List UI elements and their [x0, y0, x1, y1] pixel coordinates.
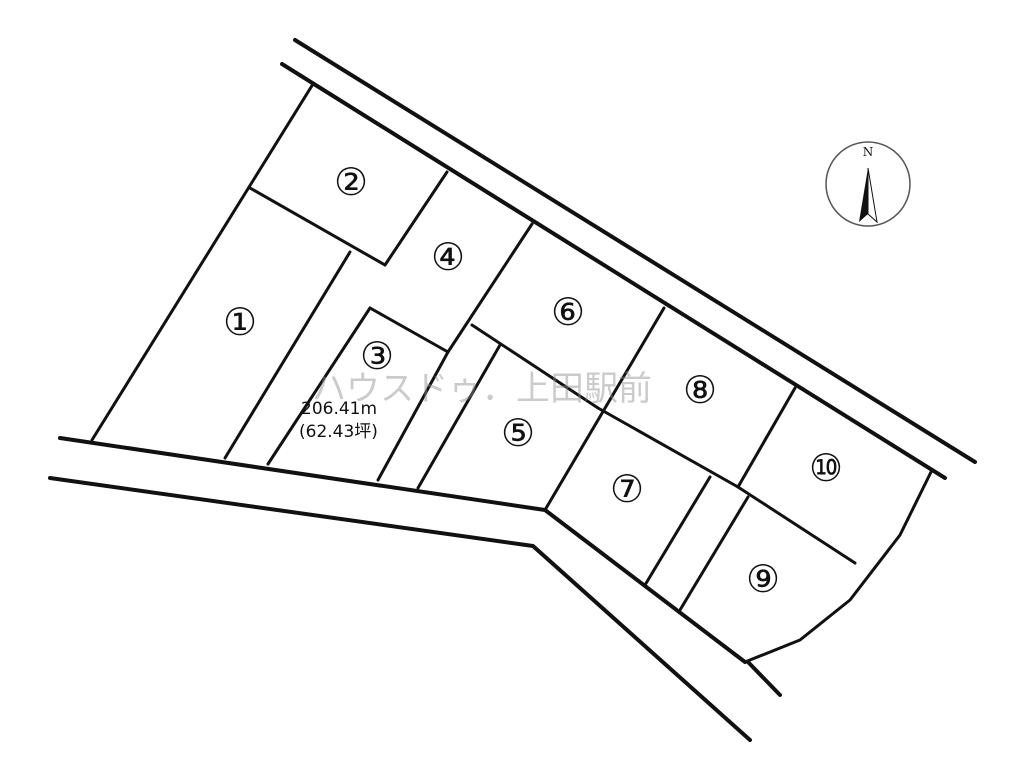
lot-7-east-boundary [643, 475, 712, 587]
lot-3-4-boundary [368, 306, 450, 354]
lot-3-label: ③ [360, 334, 394, 378]
lot-9-west-boundary [678, 495, 750, 612]
lot-2-south-boundary [248, 186, 387, 267]
compass-north-label: N [863, 145, 874, 159]
lot-3-area-m2: 206.41m [301, 399, 377, 419]
compass-needle-dark [859, 168, 868, 222]
lot-labels: ① ② ③ ④ ⑤ ⑥ ⑦ ⑧ ⑨ ⑩ [223, 160, 843, 601]
site-boundary [90, 82, 934, 664]
lot-5-west-boundary [416, 343, 502, 490]
lot-3-west-boundary [266, 306, 372, 466]
lot-7-label: ⑦ [610, 467, 644, 511]
compass-circle [825, 141, 911, 227]
north-road-outer-edge [293, 38, 977, 464]
south-road-lower-edge [48, 476, 752, 742]
lot-boundaries [90, 82, 934, 664]
lot-5-label: ⑤ [501, 411, 535, 455]
lot-5-6-boundary [470, 323, 600, 410]
watermark-text: ハウスドゥ．上田駅前 [312, 369, 652, 409]
lot-4-6-boundary [446, 222, 534, 354]
south-road-end-edge [746, 660, 782, 697]
lot-2-4-boundary [383, 170, 449, 267]
lot-7-8-boundary [596, 406, 740, 489]
lot-8-10-boundary [736, 386, 797, 489]
lot-1-label: ① [223, 300, 257, 344]
lot-4-label: ④ [431, 235, 465, 279]
lot-9-10-boundary [736, 485, 857, 565]
lot-3-area: 206.41m (62.43坪) [299, 399, 378, 442]
lot-3-area-tsubo: (62.43坪) [299, 422, 378, 442]
lot-2-label: ② [334, 160, 368, 204]
lot-6-label: ⑥ [551, 290, 585, 334]
lot-6-8-boundary [543, 306, 666, 512]
lot-10-label: ⑩ [809, 446, 843, 490]
lot-9-label: ⑨ [746, 557, 780, 601]
lot-8-label: ⑧ [683, 368, 717, 412]
north-compass: N [825, 141, 911, 227]
compass-needle-light [867, 167, 878, 224]
lot-3-east-boundary [376, 350, 450, 482]
lot-1-east-boundary [223, 250, 352, 460]
